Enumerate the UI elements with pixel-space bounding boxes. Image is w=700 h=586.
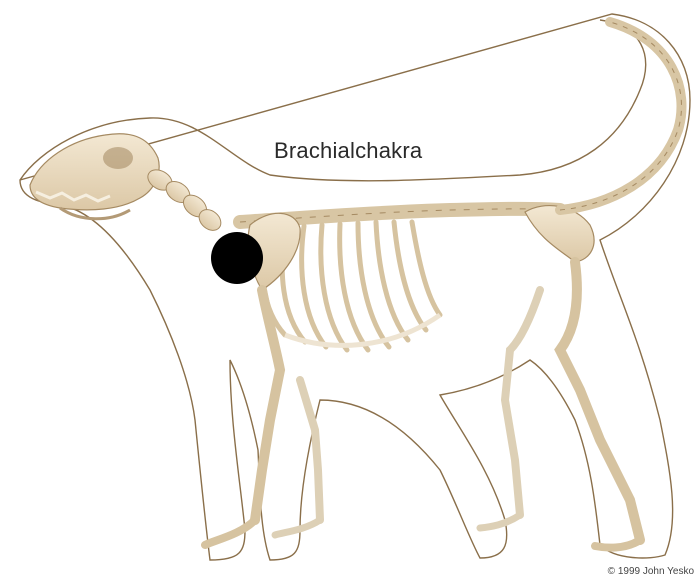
copyright-text: © 1999 John Yesko: [608, 566, 694, 577]
body-outline: [20, 14, 690, 560]
brachial-chakra-marker: [211, 232, 263, 284]
chakra-label: Brachialchakra: [274, 138, 422, 164]
skull: [30, 134, 159, 219]
front-legs: [205, 290, 320, 545]
neck-vertebrae: [144, 166, 225, 235]
hind-legs: [480, 262, 640, 548]
tail: [560, 22, 681, 210]
